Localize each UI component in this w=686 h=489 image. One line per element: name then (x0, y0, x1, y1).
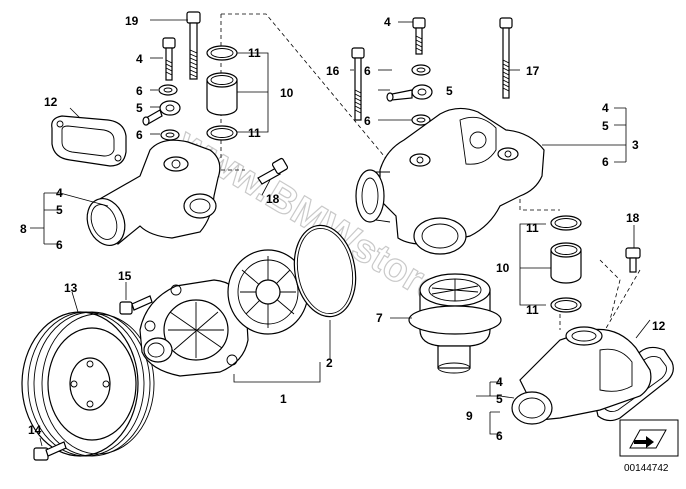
label-4-group8: 4 (56, 186, 63, 200)
label-17: 17 (526, 64, 540, 78)
label-15: 15 (118, 269, 132, 283)
washer-6-left-bottom (160, 129, 180, 141)
bolt-19 (186, 11, 201, 80)
bolt-14 (33, 441, 67, 461)
banjo-fitting-5-left (142, 100, 181, 126)
label-6-left-top: 6 (136, 84, 143, 98)
label-4-group3: 4 (602, 101, 609, 115)
bolt-18-left (257, 157, 289, 185)
washer-6-left-top (158, 84, 178, 96)
label-9: 9 (466, 409, 473, 423)
label-4-right: 4 (384, 15, 391, 29)
pulley-13 (21, 311, 155, 457)
label-6-right-bottom: 6 (364, 114, 371, 128)
label-2: 2 (326, 356, 333, 370)
label-4-left: 4 (136, 52, 143, 66)
label-19: 19 (125, 14, 139, 28)
washer-6-right-top (411, 64, 431, 76)
label-18-right: 18 (626, 211, 640, 225)
label-5-group9: 5 (496, 392, 503, 406)
thermostat-housing-3 (355, 107, 545, 255)
label-5-right: 5 (446, 84, 453, 98)
bolt-17 (499, 17, 513, 99)
reference-number: 00144742 (624, 463, 669, 474)
label-10-left: 10 (280, 86, 294, 100)
label-6-group9: 6 (496, 429, 503, 443)
coolant-elbow-9 (511, 326, 652, 425)
label-6-right-top: 6 (364, 64, 371, 78)
label-12-left: 12 (44, 95, 58, 109)
o-ring-11-right-top (550, 215, 582, 231)
label-11-left-bottom: 11 (248, 126, 261, 140)
label-12-right: 12 (652, 319, 666, 333)
banjo-fitting-5-right (386, 84, 433, 102)
label-3: 3 (632, 138, 639, 152)
bolt-16 (351, 47, 365, 121)
part-labels: 19 4 6 5 6 11 10 11 12 4 5 8 6 18 16 4 6… (20, 14, 666, 443)
label-6-left-bottom: 6 (136, 128, 143, 142)
label-6-group3: 6 (602, 155, 609, 169)
label-8: 8 (20, 222, 27, 236)
label-11-right-top: 11 (526, 221, 539, 235)
label-11-right-bottom: 11 (526, 303, 539, 317)
sleeve-10-left (206, 72, 238, 116)
thermostat-7 (408, 273, 502, 374)
label-6-group8: 6 (56, 238, 63, 252)
bolt-15 (119, 295, 153, 315)
coolant-elbow-8 (86, 139, 221, 246)
bolt-4-left (162, 37, 176, 81)
label-5-group3: 5 (602, 119, 609, 133)
label-5-group8: 5 (56, 203, 63, 217)
gasket-12-left (51, 115, 127, 167)
label-11-left-top: 11 (248, 46, 261, 60)
bolt-18-right (625, 247, 641, 273)
bolt-4-right (412, 17, 426, 55)
sleeve-10-right (550, 242, 582, 284)
label-7: 7 (376, 311, 383, 325)
o-ring-11-left-top (206, 45, 238, 61)
label-14: 14 (28, 423, 42, 437)
o-ring-11-right-bottom (550, 297, 582, 313)
label-4-group9: 4 (496, 375, 503, 389)
label-16: 16 (326, 64, 340, 78)
label-18-left: 18 (266, 192, 280, 206)
o-ring-11-left-bottom (206, 125, 238, 141)
leader-lines (30, 19, 651, 447)
reference-box: 00144742 (619, 419, 679, 474)
label-1: 1 (280, 392, 287, 406)
arrow-box-icon (629, 429, 667, 449)
label-13: 13 (64, 281, 78, 295)
gasket-2 (293, 224, 357, 318)
water-pump-1 (139, 249, 309, 377)
label-5-left: 5 (136, 101, 143, 115)
label-10-right: 10 (496, 261, 510, 275)
